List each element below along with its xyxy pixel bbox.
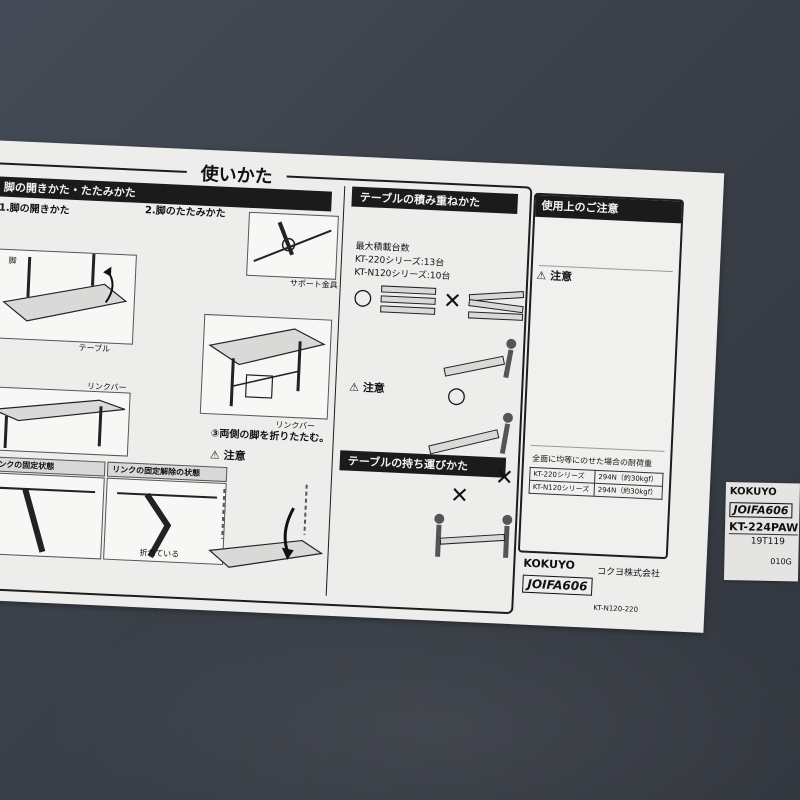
open-legs-illustration	[0, 248, 137, 345]
link-bar-label-2: リンクバー	[86, 381, 127, 393]
carrying-illustration	[434, 513, 513, 558]
tag-lot: 19T119	[750, 536, 785, 548]
instruction-label: 使いかた 脚の開きかた・たたみかた テーブルの積み重ねかた テーブルの持ち運びか…	[0, 140, 725, 633]
product-tag: KOKUYO JOIFA606 KT-224PAW 19T119 010G	[723, 482, 800, 582]
slide-tables-ng-illustration	[428, 412, 513, 455]
link-bar-illustration	[199, 313, 333, 420]
stacked-tables-ng-illustration	[467, 291, 525, 321]
ng-mark-icon-3: ✕	[449, 483, 470, 510]
caution-stacking: ⚠ 注意	[348, 380, 386, 396]
caution-usage: ⚠ 注意	[536, 268, 573, 284]
leg-label: 脚	[8, 255, 17, 266]
tag-model: KT-224PAW	[728, 520, 799, 536]
stacked-tables-ok-illustration	[380, 285, 437, 315]
table-label: テーブル	[78, 343, 111, 354]
ok-mark-icon-2: ○	[446, 383, 467, 409]
step-fold-heading: 2.脚のたたみかた	[144, 205, 226, 220]
ng-mark-icon: ✕	[442, 288, 463, 315]
step-open-heading: 1.脚の開きかた	[0, 202, 70, 217]
lift-and-stack-illustration	[443, 338, 517, 379]
lock-fixed-illustration	[0, 472, 105, 560]
upright-table-illustration	[0, 386, 131, 457]
usage-panel: 使いかた 脚の開きかた・たたみかた テーブルの積み重ねかた テーブルの持ち運びか…	[0, 158, 533, 615]
usage-notes-heading: 使用上のご注意	[535, 194, 682, 224]
load-series-2: KT-N120シリーズ	[529, 480, 595, 497]
load-capacity-table: KT-220シリーズ 294N（約30kgf） KT-N120シリーズ 294N…	[529, 467, 664, 500]
ok-mark-icon: ○	[352, 284, 373, 311]
caution-usage-text: 注意	[549, 269, 573, 284]
tag-brand: KOKUYO	[729, 486, 777, 499]
tag-joifa: JOIFA606	[729, 502, 793, 519]
caution-fold: ⚠ 注意	[209, 448, 246, 463]
tag-code: 010G	[770, 556, 792, 567]
stacking-heading: テーブルの積み重ねかた	[351, 186, 519, 214]
load-value-2: 294N（約30kgf）	[593, 483, 663, 500]
caution-stacking-text: 注意	[362, 381, 386, 396]
brand-logo: KOKUYO	[523, 556, 576, 572]
support-label: サポート金具	[289, 278, 338, 290]
caution-fold-text: 注意	[223, 448, 246, 463]
ng-mark-icon-2: ✕	[494, 465, 515, 492]
stacking-capacity: 最大積載台数 KT-220シリーズ:13台 KT-N120シリーズ:10台	[354, 241, 452, 284]
model-code: KT-N120-220	[593, 603, 639, 614]
fold-legs-illustration	[208, 484, 324, 568]
support-bracket-illustration	[246, 211, 339, 280]
lock-released-illustration	[103, 477, 227, 566]
usage-notes-panel: 使用上のご注意 全面に均等にのせた場合の耐荷重 KT-220シリーズ 294N（…	[517, 192, 685, 560]
joifa-mark: JOIFA606	[522, 574, 593, 596]
notes-divider-2	[530, 444, 665, 452]
bent-label: 折れている	[139, 548, 180, 560]
company-name: コクヨ株式会社	[596, 566, 661, 580]
